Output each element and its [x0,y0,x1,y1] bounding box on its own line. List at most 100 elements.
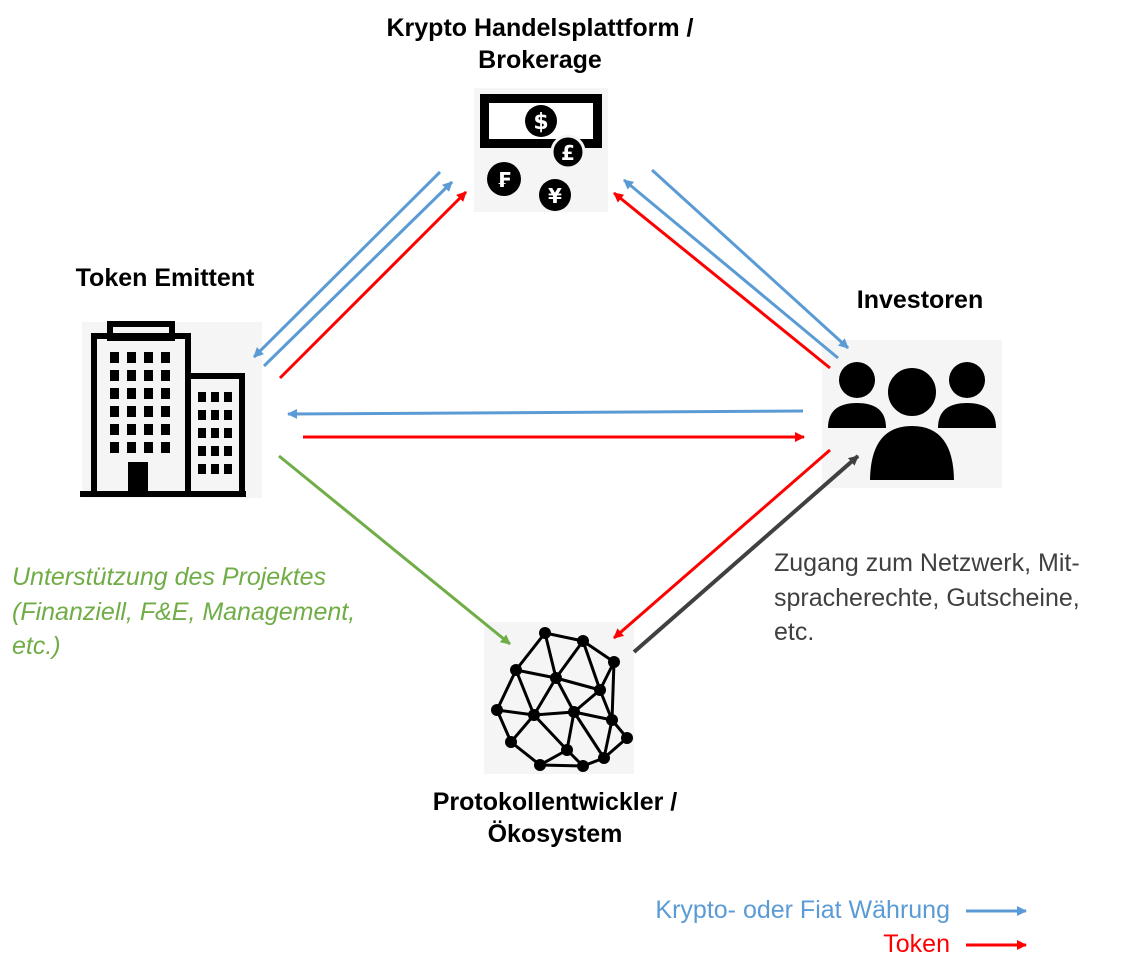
mesh-node [505,736,517,748]
building-window [144,406,153,417]
mesh-node [598,752,610,764]
building-window [161,370,170,381]
arrow-protocol-to-investors-benefits [632,454,860,654]
svg-text:$: $ [533,110,548,135]
building-window [161,424,170,435]
mesh-edge [514,669,536,716]
mesh-edge [544,631,584,643]
arrow-investors-to-platform-currency [623,178,839,360]
building-window [127,352,136,363]
legend-currency-label: Krypto- oder Fiat Währung [655,896,950,924]
mesh-edge [565,711,576,751]
building-window [127,406,136,417]
mesh-node [491,704,503,716]
mesh-node [534,759,546,771]
mesh-edge [496,708,535,717]
building-window [198,464,206,474]
benefits-annotation-line3: etc. [774,618,815,646]
building-window [224,410,232,420]
building-window [110,370,119,381]
building-window [144,442,153,453]
svg-text:¥: ¥ [548,184,562,208]
mesh-edge [532,677,558,716]
building-window [127,424,136,435]
mesh-edge [533,710,575,717]
mesh-edge [554,677,576,713]
issuer-label-text: Token Emittent [75,264,255,292]
support-annotation: Unterstützung des Projektes (Finanziell,… [12,560,355,664]
mesh-edge [495,669,518,711]
benefits-annotation-line2: spracherechte, Gutscheine, [774,583,1080,612]
svg-text:₣: ₣ [497,168,511,192]
mesh-node [621,732,633,744]
mesh-node [539,627,551,639]
building-window [198,410,206,420]
legend-token-label: Token [883,930,950,958]
building-window [198,446,206,456]
arrow-investors-to-platform-token [613,191,831,370]
building-window [161,388,170,399]
mesh-node [510,664,522,676]
arrow-issuer-to-platform-token [278,190,468,380]
benefits-annotation-line1: Zugang zum Netzwerk, Mit- [774,549,1080,577]
mesh-edge [555,676,601,692]
building-window [110,424,119,435]
mesh-edge [543,632,558,679]
issuer-label: Token Emittent [30,262,300,294]
mesh-edge [582,639,615,664]
mesh-node [608,656,620,668]
building-window [224,428,232,438]
building-window [127,370,136,381]
building-window [161,442,170,453]
mesh-edge [510,740,541,767]
benefits-annotation: Zugang zum Netzwerk, Mit- spracherechte,… [774,546,1080,650]
arrow-platform-to-investors-currency [650,168,850,350]
office-building-icon [80,321,262,498]
building-window [211,446,219,456]
mesh-edge [581,640,602,691]
mesh-node [568,706,580,718]
mesh-node [550,672,562,684]
building-window [211,464,219,474]
investors-label-text: Investoren [856,286,984,314]
mesh-node [594,684,606,696]
money-currency-icon: $ £ ₣ ¥ [474,88,608,212]
building-window [224,392,232,402]
mesh-edge [554,640,585,679]
building-window [211,428,219,438]
building-window [144,388,153,399]
building-window [144,352,153,363]
investors-label: Investoren [800,284,1040,316]
building-window [127,388,136,399]
building-window [144,370,153,381]
support-annotation-line2: (Finanziell, F&E, Management, [12,597,356,626]
mesh-node [577,760,589,772]
platform-label-line2: Brokerage [478,46,602,74]
support-annotation-line3: etc.) [12,632,61,660]
mesh-node [606,714,618,726]
building-window [211,410,219,420]
building-window [224,446,232,456]
mesh-edge [602,719,614,759]
mesh-edge [572,711,606,759]
mesh-edge [532,713,569,752]
mesh-edge [610,661,616,721]
mesh-edge [573,710,613,722]
building-window [198,392,206,402]
people-group-icon [822,340,1002,488]
mesh-edge [539,763,584,768]
mesh-node [577,635,589,647]
building-window [110,352,119,363]
arrow-issuer-to-platform-currency [262,180,454,368]
building-window [211,392,219,402]
mesh-node [561,744,573,756]
arrow-investors-to-protocol-token [613,448,831,640]
building-window [144,424,153,435]
building-window [161,406,170,417]
arrow-platform-to-issuer-currency [252,170,442,359]
arrow-issuer-to-protocol-support [278,454,511,646]
platform-label-line1: Krypto Handelsplattform / [386,14,694,42]
protocol-label-line2: Ökosystem [487,820,623,848]
building-window [161,352,170,363]
